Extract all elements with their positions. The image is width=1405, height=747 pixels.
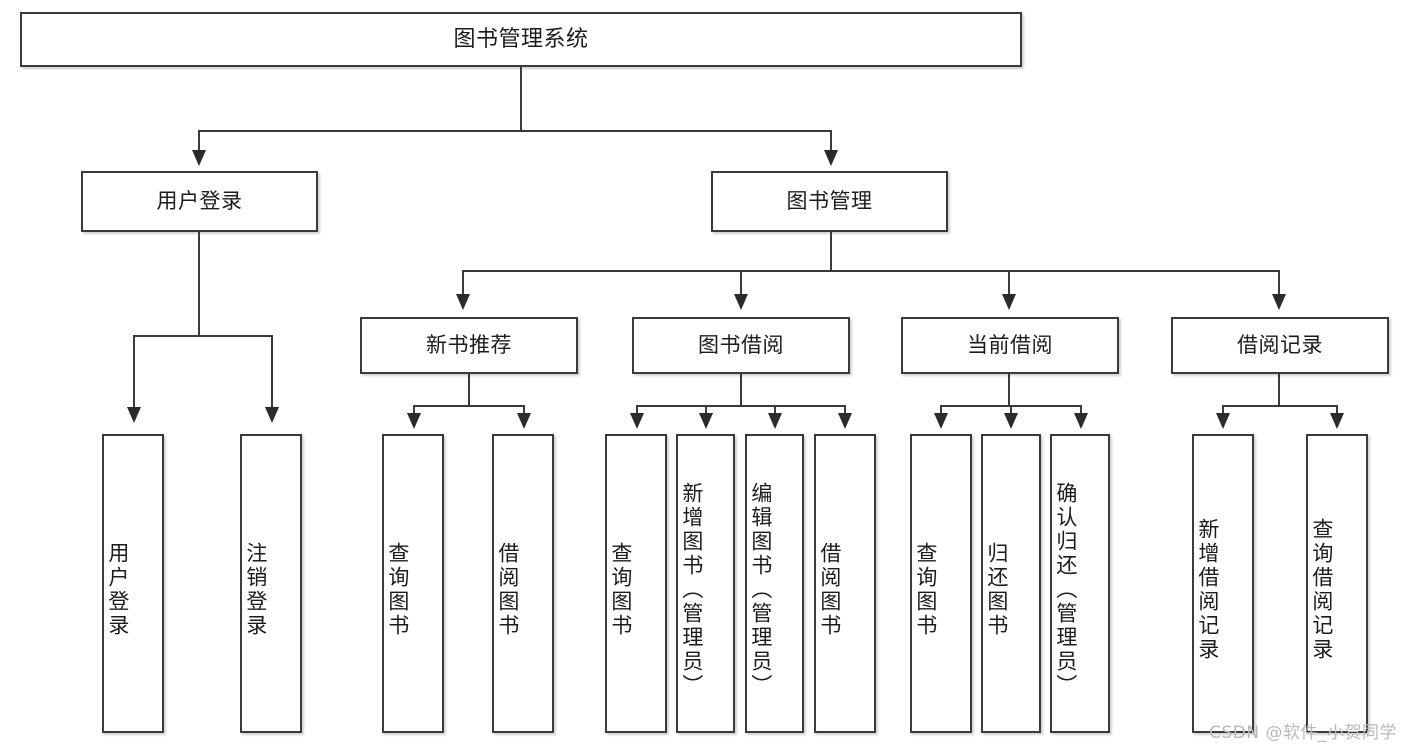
connector-user-login-drop-1 [133, 335, 135, 411]
arrow-bb-leaf-4 [838, 413, 852, 429]
arrow-user-login-leaf-1 [127, 407, 141, 423]
node-label: 新书推荐 [426, 333, 512, 358]
node-label: 借阅图书 [495, 541, 520, 638]
connector-book-borrow-stem [740, 374, 742, 405]
connector-root-stem [520, 67, 522, 130]
connector-root-to-book-management [830, 130, 832, 154]
connector-br-drop-1 [1222, 405, 1224, 417]
connector-root-bar [198, 130, 832, 132]
connector-cb-drop-2 [1010, 405, 1012, 417]
node-borrow-record[interactable]: 借阅记录 [1171, 317, 1389, 374]
arrow-cb-leaf-3 [1074, 413, 1088, 429]
node-label: 图书借阅 [698, 333, 784, 358]
node-label: 注销登录 [243, 541, 268, 638]
leaf-book-borrow-edit-book[interactable]: 编辑图书（管理员） [745, 434, 804, 733]
node-label: 查询图书 [913, 541, 938, 638]
leaf-borrow-record-query-record[interactable]: 查询借阅记录 [1306, 434, 1368, 733]
node-root-book-management-system[interactable]: 图书管理系统 [20, 12, 1022, 67]
connector-current-borrow-stem [1008, 374, 1010, 405]
node-label: 借阅图书 [817, 541, 842, 638]
arrow-cb-leaf-2 [1004, 413, 1018, 429]
node-book-management[interactable]: 图书管理 [711, 171, 948, 232]
connector-new-book-drop-2 [523, 405, 525, 417]
arrow-br-leaf-2 [1330, 413, 1344, 429]
connector-bm-drop-1 [462, 270, 464, 298]
node-label: 查询图书 [385, 541, 410, 638]
arrow-new-book-leaf-2 [517, 413, 531, 429]
connector-book-management-stem [830, 232, 832, 270]
arrow-new-book-leaf-1 [407, 413, 421, 429]
node-book-borrow[interactable]: 图书借阅 [632, 317, 850, 374]
connector-borrow-record-stem [1278, 374, 1280, 405]
connector-bb-drop-3 [774, 405, 776, 417]
node-label: 新增图书（管理员） [679, 481, 704, 698]
arrow-root-to-user-login [192, 150, 206, 166]
connector-bm-drop-2 [740, 270, 742, 298]
arrow-br-leaf-1 [1216, 413, 1230, 429]
connector-book-management-bar [462, 270, 1278, 272]
leaf-book-borrow-add-book[interactable]: 新增图书（管理员） [676, 434, 735, 733]
connector-bm-drop-3 [1008, 270, 1010, 298]
connector-root-to-user-login [198, 130, 200, 154]
arrow-bb-leaf-2 [699, 413, 713, 429]
node-label: 新增借阅记录 [1195, 517, 1220, 662]
arrow-bm-to-new-book [456, 294, 470, 310]
connector-borrow-record-bar [1222, 405, 1336, 407]
leaf-current-borrow-query-book[interactable]: 查询图书 [910, 434, 972, 733]
connector-bb-drop-4 [844, 405, 846, 417]
leaf-book-borrow-borrow-book[interactable]: 借阅图书 [814, 434, 876, 733]
connector-user-login-stem [198, 232, 200, 335]
arrow-bb-leaf-1 [630, 413, 644, 429]
arrow-cb-leaf-1 [934, 413, 948, 429]
node-label: 确认归还（管理员） [1053, 481, 1078, 698]
connector-new-book-stem [468, 374, 470, 405]
node-label: 编辑图书（管理员） [748, 481, 773, 698]
node-label: 当前借阅 [967, 333, 1053, 358]
arrow-root-to-book-management [824, 150, 838, 166]
node-label: 查询图书 [608, 541, 633, 638]
leaf-borrow-record-add-record[interactable]: 新增借阅记录 [1192, 434, 1254, 733]
connector-bm-drop-4 [1278, 270, 1280, 298]
connector-cb-drop-1 [940, 405, 942, 417]
connector-user-login-drop-2 [271, 335, 273, 411]
connector-cb-drop-3 [1080, 405, 1082, 417]
leaf-book-borrow-query-book[interactable]: 查询图书 [605, 434, 667, 733]
node-user-login[interactable]: 用户登录 [81, 171, 318, 232]
arrow-bm-to-current-borrow [1002, 294, 1016, 310]
arrow-bb-leaf-3 [768, 413, 782, 429]
node-label: 用户登录 [105, 541, 130, 638]
node-current-borrow[interactable]: 当前借阅 [901, 317, 1119, 374]
connector-bb-drop-1 [636, 405, 638, 417]
node-label: 归还图书 [984, 541, 1009, 638]
node-label: 图书管理系统 [453, 26, 589, 52]
node-label: 查询借阅记录 [1309, 517, 1334, 662]
connector-new-book-drop-1 [413, 405, 415, 417]
node-label: 图书管理 [786, 189, 873, 214]
csdn-watermark: CSDN @软件_小贺同学 [1209, 723, 1397, 743]
arrow-bm-to-borrow-record [1272, 294, 1286, 310]
node-label: 用户登录 [156, 189, 243, 214]
connector-book-borrow-bar [636, 405, 844, 407]
leaf-new-book-query-book[interactable]: 查询图书 [382, 434, 444, 733]
leaf-new-book-borrow-book[interactable]: 借阅图书 [492, 434, 554, 733]
leaf-current-borrow-confirm-return[interactable]: 确认归还（管理员） [1050, 434, 1110, 733]
connector-br-drop-2 [1336, 405, 1338, 417]
connector-user-login-bar [133, 335, 271, 337]
arrow-user-login-leaf-2 [265, 407, 279, 423]
leaf-user-login-login[interactable]: 用户登录 [102, 434, 164, 733]
node-label: 借阅记录 [1237, 333, 1323, 358]
leaf-current-borrow-return-book[interactable]: 归还图书 [981, 434, 1041, 733]
connector-new-book-bar [413, 405, 523, 407]
arrow-bm-to-book-borrow [734, 294, 748, 310]
leaf-user-login-logout[interactable]: 注销登录 [240, 434, 302, 733]
connector-bb-drop-2 [705, 405, 707, 417]
node-new-book-recommend[interactable]: 新书推荐 [360, 317, 578, 374]
